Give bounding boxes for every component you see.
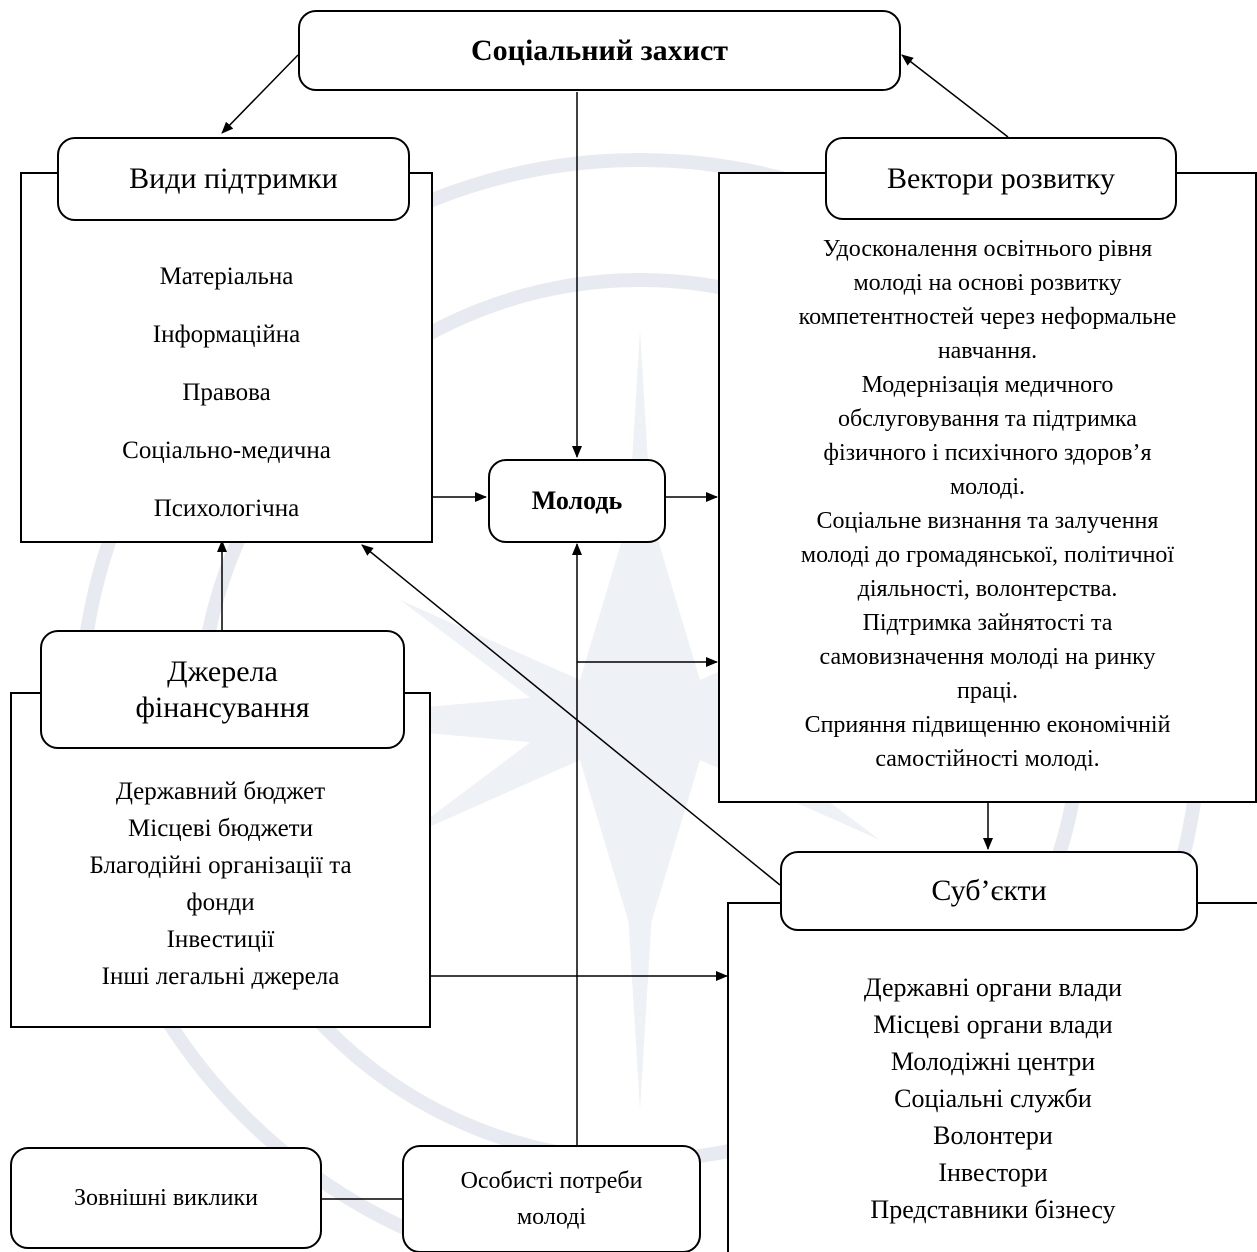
support-types-panel: Матеріальна Інформаційна Правова Соціаль… [20, 172, 433, 543]
arrow-top-to-support [221, 54, 299, 134]
development-vectors-title-label: Вектори розвитку [886, 161, 1116, 195]
node-external-challenges: Зовнішні виклики [10, 1147, 322, 1249]
development-vectors-title: Вектори розвитку [825, 137, 1177, 220]
vectors-line: фізичного і психічного здоров’я [823, 440, 1152, 466]
node-youth: Молодь [488, 459, 666, 543]
funding-title-line: Джерела [167, 654, 278, 688]
vectors-line: навчання. [937, 338, 1038, 364]
node-personal-needs: Особисті потреби молоді [402, 1145, 701, 1252]
vectors-line: самовизначення молоді на ринку [819, 644, 1156, 670]
vectors-line: Удосконалення освітнього рівня [822, 236, 1153, 262]
personal-needs-line: Особисті потреби [460, 1168, 643, 1194]
subjects-item: Соціальні служби [894, 1084, 1092, 1113]
funding-item: Інвестиції [166, 926, 275, 953]
development-vectors-panel: Удосконалення освітнього рівня молоді на… [718, 172, 1257, 803]
vectors-line: Модернізація медичного [861, 372, 1114, 398]
vectors-line: діяльності, волонтерства. [857, 576, 1118, 602]
funding-item: Благодійні організації та [89, 852, 352, 879]
vectors-line: обслуговування та підтримка [838, 406, 1137, 432]
node-external-challenges-label: Зовнішні виклики [73, 1184, 259, 1211]
node-social-protection: Соціальний захист [298, 10, 901, 91]
vectors-line: молоді. [949, 474, 1026, 500]
support-types-title: Види підтримки [57, 137, 410, 221]
funding-title-line: фінансування [135, 690, 310, 724]
subjects-item: Молодіжні центри [890, 1047, 1096, 1076]
subjects-item: Державні органи влади [863, 973, 1123, 1002]
arrow-vectors-to-top [901, 54, 1009, 138]
vectors-line: праці. [956, 678, 1018, 704]
support-item: Психологічна [153, 495, 300, 522]
subjects-item: Представники бізнесу [870, 1195, 1116, 1224]
arrow-subjects-to-support [361, 544, 781, 886]
vectors-line: компетентностей через неформальне [798, 304, 1177, 330]
support-item: Соціально-медична [122, 437, 331, 464]
subjects-item: Інвестори [938, 1158, 1048, 1187]
funding-sources-title: Джерела фінансування [40, 630, 405, 749]
support-item: Правова [182, 379, 271, 406]
node-youth-label: Молодь [531, 486, 623, 515]
vectors-line: Сприяння підвищенню економічній [804, 712, 1171, 738]
funding-item: Місцеві бюджети [128, 815, 313, 842]
funding-item: Інші легальні джерела [101, 963, 340, 990]
support-types-title-label: Види підтримки [129, 162, 338, 195]
node-social-protection-label: Соціальний захист [471, 33, 728, 67]
vectors-line: молоді до громадянської, політичної [800, 542, 1175, 568]
funding-item: Державний бюджет [115, 778, 326, 805]
subjects-item: Місцеві органи влади [873, 1010, 1113, 1039]
subjects-panel: Державні органи влади Місцеві органи вла… [727, 902, 1257, 1252]
subjects-title: Суб’єкти [780, 851, 1198, 931]
funding-item: фонди [186, 889, 255, 916]
subjects-title-label: Суб’єкти [931, 874, 1047, 907]
support-item: Інформаційна [152, 321, 301, 348]
vectors-line: Підтримка зайнятості та [862, 610, 1113, 636]
personal-needs-line: молоді [516, 1204, 587, 1230]
vectors-line: самостійності молоді. [875, 746, 1100, 772]
vectors-line: Соціальне визнання та залучення [816, 508, 1159, 534]
support-item: Матеріальна [159, 263, 294, 290]
vectors-line: молоді на основі розвитку [853, 270, 1122, 296]
subjects-item: Волонтери [933, 1121, 1053, 1150]
